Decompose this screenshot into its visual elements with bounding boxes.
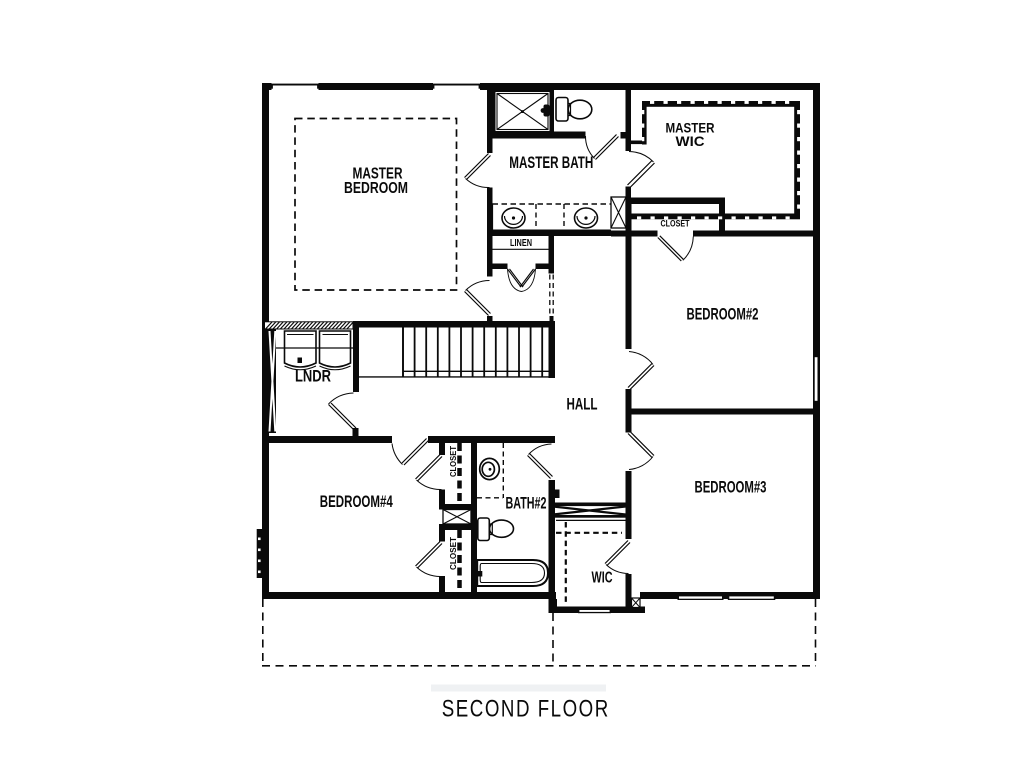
svg-text:CLOSET: CLOSET (448, 536, 458, 570)
svg-text:LINEN: LINEN (510, 237, 532, 249)
svg-text:WIC: WIC (676, 133, 705, 149)
svg-text:HALL: HALL (567, 396, 598, 414)
svg-text:WIC: WIC (592, 570, 613, 587)
svg-text:BEDROOM#2: BEDROOM#2 (687, 306, 759, 324)
svg-text:CLOSET: CLOSET (448, 445, 458, 477)
svg-text:SECOND FLOOR: SECOND FLOOR (442, 696, 610, 723)
svg-text:MASTER: MASTER (666, 120, 715, 136)
svg-text:MASTER BATH: MASTER BATH (509, 153, 593, 172)
svg-text:BEDROOM: BEDROOM (344, 180, 408, 197)
svg-text:BEDROOM#4: BEDROOM#4 (320, 493, 394, 511)
svg-text:BEDROOM#3: BEDROOM#3 (695, 479, 767, 497)
svg-text:BATH#2: BATH#2 (506, 495, 547, 513)
svg-text:MASTER: MASTER (353, 166, 403, 183)
svg-text:LNDR: LNDR (295, 368, 331, 386)
svg-text:CLOSET: CLOSET (661, 219, 690, 230)
